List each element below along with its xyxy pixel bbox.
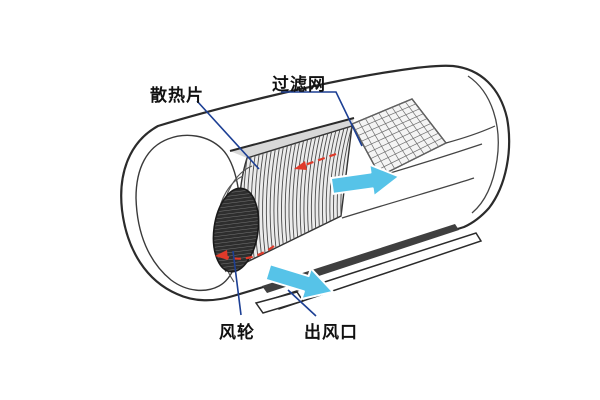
coil-fin-lines	[243, 125, 353, 263]
airflow-arrow-outlet	[264, 263, 335, 300]
filter-mesh-grid	[351, 98, 447, 177]
label-fins: 散热片	[150, 86, 204, 105]
cutaway-rim	[229, 117, 355, 152]
body-contour-3	[341, 177, 475, 219]
leader-line-fan	[232, 250, 242, 316]
circulation-dash-bottom-arrowhead	[215, 250, 228, 260]
fan-wheel	[212, 187, 260, 273]
label-outlet: 出风口	[304, 323, 358, 342]
circulation-dash-bottom	[225, 245, 275, 260]
airflow-arrow-intake	[329, 163, 401, 198]
body-contour-1	[445, 125, 496, 144]
circulation-dash-top-arrowhead	[294, 161, 307, 170]
label-fan: 风轮	[219, 323, 255, 342]
body-contour-2	[379, 143, 483, 177]
circulation-dash-top	[301, 152, 337, 168]
right-cap-arc	[467, 75, 499, 214]
left-cap-ring	[135, 134, 242, 292]
outlet-louver-small	[254, 291, 305, 314]
cutaway-interior	[230, 118, 354, 158]
label-filter: 过滤网	[272, 75, 326, 94]
leader-line-filter	[281, 91, 363, 147]
leader-line-fins	[196, 100, 260, 170]
leader-line-outlet	[287, 289, 317, 317]
